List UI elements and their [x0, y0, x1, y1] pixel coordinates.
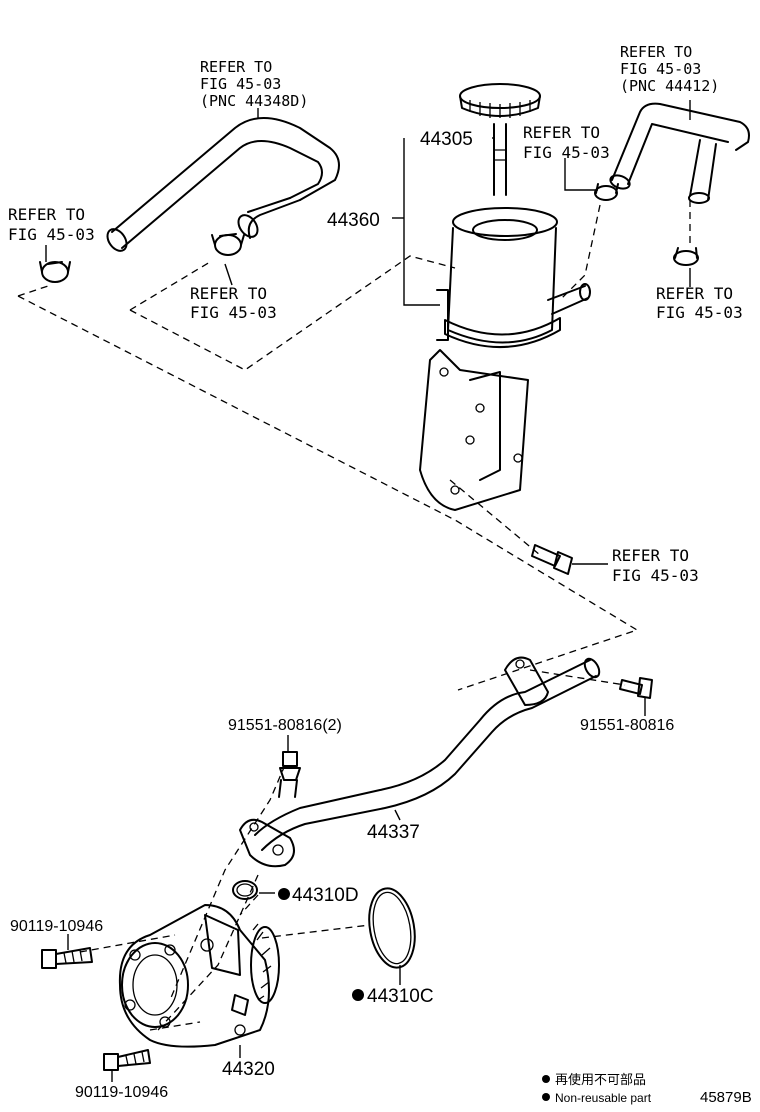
bracket-bolt: [531, 544, 573, 575]
reservoir-cap: [459, 83, 541, 196]
part-number-bolt-pump-upper: 90119-10946: [10, 918, 103, 935]
figure-code: 45879B: [700, 1089, 752, 1106]
part-number-cap: 44305: [420, 129, 473, 150]
callout-refer-bracket-bolt: REFER TO FIG 45-03: [612, 546, 699, 585]
pump-bolt-upper: [41, 947, 93, 969]
hose-clamp-mid-left: [211, 233, 245, 256]
callout-refer-clamp-upper-right: REFER TO FIG 45-03: [523, 123, 610, 162]
part-number-oring-large: 44310C: [367, 986, 434, 1007]
part-number-pump: 44320: [222, 1059, 275, 1080]
callout-refer-clamp-right: REFER TO FIG 45-03: [656, 284, 743, 322]
pressure-pipe: [239, 656, 601, 868]
oring-large: [368, 887, 416, 969]
refer-line-1: REFER TO: [190, 284, 267, 303]
refer-line-2: FIG 45-03: [190, 303, 277, 322]
refer-line-1: REFER TO: [200, 58, 272, 76]
refer-line-2: FIG 45-03: [8, 225, 95, 244]
callout-refer-clamp-mid-left: REFER TO FIG 45-03: [190, 284, 277, 322]
part-number-bolt-pipe-upper-right: 91551-80816: [580, 717, 674, 734]
refer-line-1: REFER TO: [620, 43, 692, 61]
refer-line-2: FIG 45-03: [612, 566, 699, 585]
refer-line-1: REFER TO: [612, 546, 689, 565]
refer-line-3: (PNC 44348D): [200, 92, 308, 110]
part-number-reservoir: 44360: [327, 210, 380, 231]
hose-clamp-right: [673, 247, 699, 266]
assembly-dashed-lines: [17, 200, 691, 1031]
pump-bolt-lower: [103, 1049, 151, 1071]
hose-clamp-far-left: [39, 261, 71, 283]
callout-refer-clamp-far-left: REFER TO FIG 45-03: [8, 205, 95, 244]
part-number-pipe: 44337: [367, 822, 420, 843]
refer-line-1: REFER TO: [523, 123, 600, 142]
leader-lines: [45, 100, 691, 1082]
refer-line-2: FIG 45-03: [620, 60, 701, 78]
oring-small: [232, 880, 258, 900]
reservoir-bracket: [419, 349, 529, 511]
refer-line-1: REFER TO: [656, 284, 733, 303]
refer-line-3: (PNC 44412): [620, 77, 719, 95]
legend-dot-icon: [542, 1093, 550, 1101]
hose-clamp-upper-right: [594, 183, 619, 201]
reservoir-tank: [436, 207, 591, 348]
return-hose-left: [106, 117, 340, 252]
callout-refer-hose-left: REFER TO FIG 45-03 (PNC 44348D): [200, 58, 308, 110]
legend-japanese: 再使用不可部品: [555, 1072, 646, 1087]
refer-line-2: FIG 45-03: [200, 75, 281, 93]
callout-refer-hose-right: REFER TO FIG 45-03 (PNC 44412): [620, 43, 719, 95]
non-reusable-dot-icon: [278, 888, 290, 900]
legend: 再使用不可部品 Non-reusable part: [542, 1072, 652, 1105]
pipe-bolt-upper-right: [619, 677, 653, 699]
power-steering-pump: [118, 904, 280, 1048]
legend-english: Non-reusable part: [555, 1091, 652, 1105]
refer-line-1: REFER TO: [8, 205, 85, 224]
legend-dot-icon: [542, 1075, 550, 1083]
part-number-bolt-pump-lower: 90119-10946: [75, 1084, 168, 1101]
pipe-bolt-left: [278, 751, 301, 798]
refer-line-2: FIG 45-03: [523, 143, 610, 162]
part-number-bolt-pipe-left: 91551-80816(2): [228, 717, 342, 734]
refer-line-2: FIG 45-03: [656, 303, 743, 322]
non-reusable-dot-icon: [352, 989, 364, 1001]
part-number-oring-small: 44310D: [292, 885, 359, 906]
return-hose-right: [609, 102, 750, 204]
